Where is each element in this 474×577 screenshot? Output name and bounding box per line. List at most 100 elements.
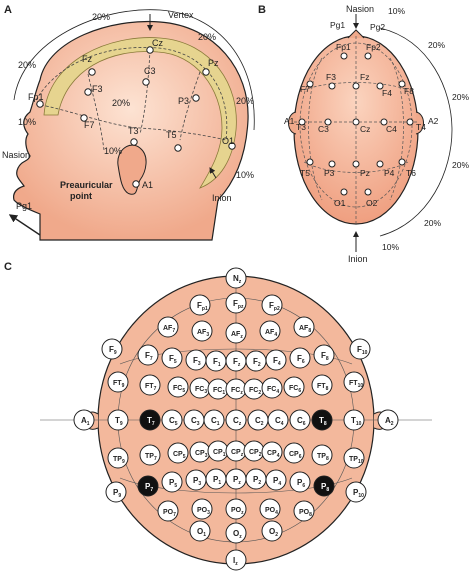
electrode-circle — [289, 347, 311, 369]
electrode-t5 — [174, 144, 182, 152]
panel-b-label: B — [258, 4, 266, 16]
electrode-label: P1 — [213, 475, 221, 486]
nose-icon — [347, 29, 365, 39]
electrode-circle — [105, 481, 127, 503]
label-preauricular: Preauricular — [60, 180, 113, 190]
electrode-circle — [311, 409, 333, 431]
electrode-fz: Fz — [225, 350, 247, 372]
panel-c-label: C — [4, 261, 12, 273]
electrode-fp1: Fp1 — [189, 294, 211, 316]
label-a1-a: A1 — [142, 180, 153, 190]
electrode-fp2: Fp2 — [261, 294, 283, 316]
electrode-circle — [225, 267, 247, 289]
electrode-c4: C4 — [267, 409, 289, 431]
svg-text:C4: C4 — [386, 124, 397, 134]
svg-text:20%: 20% — [424, 218, 441, 228]
electrode-label: FC6 — [289, 385, 301, 394]
electrode-a1 — [132, 180, 140, 188]
electrode-label: CP6 — [289, 451, 302, 460]
electrode-label: FT10 — [349, 380, 363, 389]
electrode-tp7: TP7 — [139, 444, 161, 466]
electrode-circle — [259, 498, 281, 520]
electrode-p6: P6 — [289, 471, 311, 493]
electrode-label: T10 — [351, 416, 362, 427]
electrode-label: C5 — [169, 416, 178, 427]
electrode-label: Fp1 — [197, 301, 208, 312]
svg-text:P4: P4 — [384, 168, 395, 178]
electrode-circle — [225, 522, 247, 544]
electrode-o1 — [228, 142, 236, 150]
electrode-circle — [107, 371, 129, 393]
electrode-tp8: TP8 — [311, 444, 333, 466]
svg-text:Fz: Fz — [82, 54, 92, 64]
electrode-f7 — [80, 114, 88, 122]
svg-text:Pz: Pz — [208, 58, 219, 68]
electrode-label: FC3 — [195, 386, 207, 395]
electrode-f3: F3 — [185, 349, 207, 371]
electrode-label: C6 — [297, 416, 306, 427]
electrode-circle — [225, 322, 247, 344]
electrode-label: A2 — [385, 416, 394, 427]
electrode-po7: PO7 — [157, 500, 179, 522]
electrode-circle — [261, 441, 283, 463]
svg-text:C3: C3 — [318, 124, 329, 134]
svg-text:P3: P3 — [324, 168, 335, 178]
electrode-circle — [157, 316, 179, 338]
right-ear-icon — [415, 111, 424, 135]
electrode-label: PO8 — [299, 509, 312, 518]
electrode-t9: T9 — [107, 409, 129, 431]
svg-text:20%: 20% — [112, 98, 130, 108]
electrode-label: TP8 — [317, 453, 329, 462]
electrode-label: POz — [231, 507, 244, 516]
svg-text:Fp2: Fp2 — [366, 42, 381, 52]
electrode-c6: C6 — [289, 409, 311, 431]
electrode-f6: F6 — [289, 347, 311, 369]
electrode-circle — [261, 294, 283, 316]
electrode-label: AF7 — [163, 325, 175, 334]
electrode-label: FC1 — [213, 387, 225, 396]
electrode-tp10: TP10 — [343, 447, 365, 469]
electrode-cp2: CP2 — [243, 440, 265, 462]
electrode-circle — [313, 475, 335, 497]
electrode-label: CP2 — [249, 449, 262, 458]
electrode-c1: C1 — [203, 409, 225, 431]
svg-text:T6: T6 — [406, 168, 416, 178]
electrode-fc4: FC4 — [261, 377, 283, 399]
electrode-label: CP1 — [213, 449, 226, 458]
electrode-circle — [259, 320, 281, 342]
panel-b-electrodes — [298, 52, 414, 196]
electrode-label: F1 — [213, 357, 221, 368]
label-vertex: Vertex — [168, 10, 194, 20]
svg-text:20%: 20% — [198, 32, 216, 42]
electrode-label: Oz — [233, 529, 242, 540]
electrode-cz: Cz — [225, 409, 247, 431]
electrode-label: P2 — [253, 475, 261, 486]
electrode-label: O2 — [269, 527, 278, 538]
electrode-circle — [289, 409, 311, 431]
electrode-t10: T10 — [343, 409, 365, 431]
electrode-poz: POz — [225, 498, 247, 520]
electrode-p1: P1 — [205, 468, 227, 490]
electrode-label: T7 — [147, 416, 155, 427]
svg-text:Fz: Fz — [360, 72, 369, 82]
electrode-circle — [283, 442, 305, 464]
electrode-circle — [267, 409, 289, 431]
electrode-o2: O2 — [261, 520, 283, 542]
electrode-label: CP3 — [195, 450, 208, 459]
svg-text:A2: A2 — [428, 116, 439, 126]
electrode-circle — [157, 500, 179, 522]
electrode-label: Pz — [233, 475, 241, 486]
electrode-f7: F7 — [137, 344, 159, 366]
electrode-af3: AF3 — [191, 320, 213, 342]
electrode-p2: P2 — [245, 468, 267, 490]
electrode-fpz: Fpz — [225, 292, 247, 314]
electrode-label: F8 — [321, 351, 329, 362]
svg-text:P3: P3 — [178, 96, 189, 106]
electrode-cp6: CP6 — [283, 442, 305, 464]
electrode-cp1: CP1 — [207, 440, 229, 462]
electrode-label: CP4 — [267, 450, 280, 459]
svg-text:Fp1: Fp1 — [336, 42, 351, 52]
electrode-circle — [191, 498, 213, 520]
svg-text:O1: O1 — [222, 136, 234, 146]
electrode-label: T9 — [115, 416, 123, 427]
